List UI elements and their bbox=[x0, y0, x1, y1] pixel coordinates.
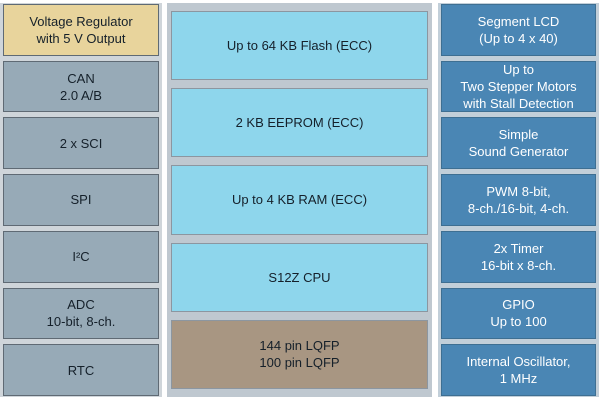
block-label-line: (Up to 4 x 40) bbox=[479, 30, 558, 46]
right-block-pwm-8-bit: PWM 8-bit,8-ch./16-bit, 4-ch. bbox=[441, 174, 596, 226]
center-block-s12z-cpu: S12Z CPU bbox=[171, 242, 428, 312]
block-label-line: 2.0 A/B bbox=[60, 87, 102, 103]
left-block-i2c: I²C bbox=[3, 230, 159, 283]
block-label-line: GPIO bbox=[502, 297, 535, 313]
block-label-line: 2 x SCI bbox=[59, 135, 103, 151]
block-label-line: CAN bbox=[67, 70, 95, 86]
block-label-line: 1 MHz bbox=[499, 371, 538, 387]
right-block-segment-lcd: Segment LCD(Up to 4 x 40) bbox=[441, 4, 596, 56]
block-label-line: Internal Oscillator, bbox=[466, 354, 571, 370]
block-label-line: 100 pin LQFP bbox=[259, 355, 340, 371]
block-label-line: RTC bbox=[67, 362, 95, 378]
right-block-internal-oscillator: Internal Oscillator,1 MHz bbox=[441, 344, 596, 396]
left-block-spi: SPI bbox=[3, 174, 159, 226]
block-label-line: Up to 64 KB Flash (ECC) bbox=[226, 38, 373, 54]
center-block-up-to-64-kb-flash-ecc: Up to 64 KB Flash (ECC) bbox=[171, 11, 428, 81]
block-label-line: 16-bit x 8-ch. bbox=[480, 257, 557, 273]
block-label-line: 10-bit, 8-ch. bbox=[46, 314, 116, 330]
block-label-line: Up to bbox=[502, 62, 535, 78]
block-label-line: 2 KB EEPROM (ECC) bbox=[235, 115, 364, 131]
center-block-up-to-4-kb-ram-ecc: Up to 4 KB RAM (ECC) bbox=[171, 165, 428, 235]
block-label-line: PWM 8-bit, bbox=[486, 183, 551, 199]
block-label-line: Segment LCD bbox=[477, 13, 560, 29]
block-label-line: 8-ch./16-bit, 4-ch. bbox=[467, 200, 570, 216]
block-label-line: Voltage Regulator bbox=[29, 13, 133, 29]
block-label-line: SPI bbox=[70, 192, 92, 208]
block-label-line: Sound Generator bbox=[468, 144, 569, 160]
block-label-line: with 5 V Output bbox=[36, 30, 126, 46]
block-label-line: with Stall Detection bbox=[463, 96, 574, 112]
block-label-line: 2x Timer bbox=[493, 240, 544, 256]
block-label-line: Two Stepper Motors bbox=[460, 79, 577, 95]
block-label-line: Up to 4 KB RAM (ECC) bbox=[231, 192, 368, 208]
left-block-2-x-sci: 2 x SCI bbox=[3, 117, 159, 170]
block-label-line: I²C bbox=[72, 249, 90, 265]
block-label-line: 144 pin LQFP bbox=[259, 338, 340, 354]
block-label-line: Simple bbox=[498, 127, 539, 143]
block-label-line: S12Z CPU bbox=[268, 269, 331, 285]
left-block-rtc: RTC bbox=[3, 344, 159, 396]
block-label-line: Up to 100 bbox=[490, 314, 547, 330]
block-label-line: ADC bbox=[67, 297, 95, 313]
center-block-2-kb-eeprom-ecc: 2 KB EEPROM (ECC) bbox=[171, 88, 428, 158]
